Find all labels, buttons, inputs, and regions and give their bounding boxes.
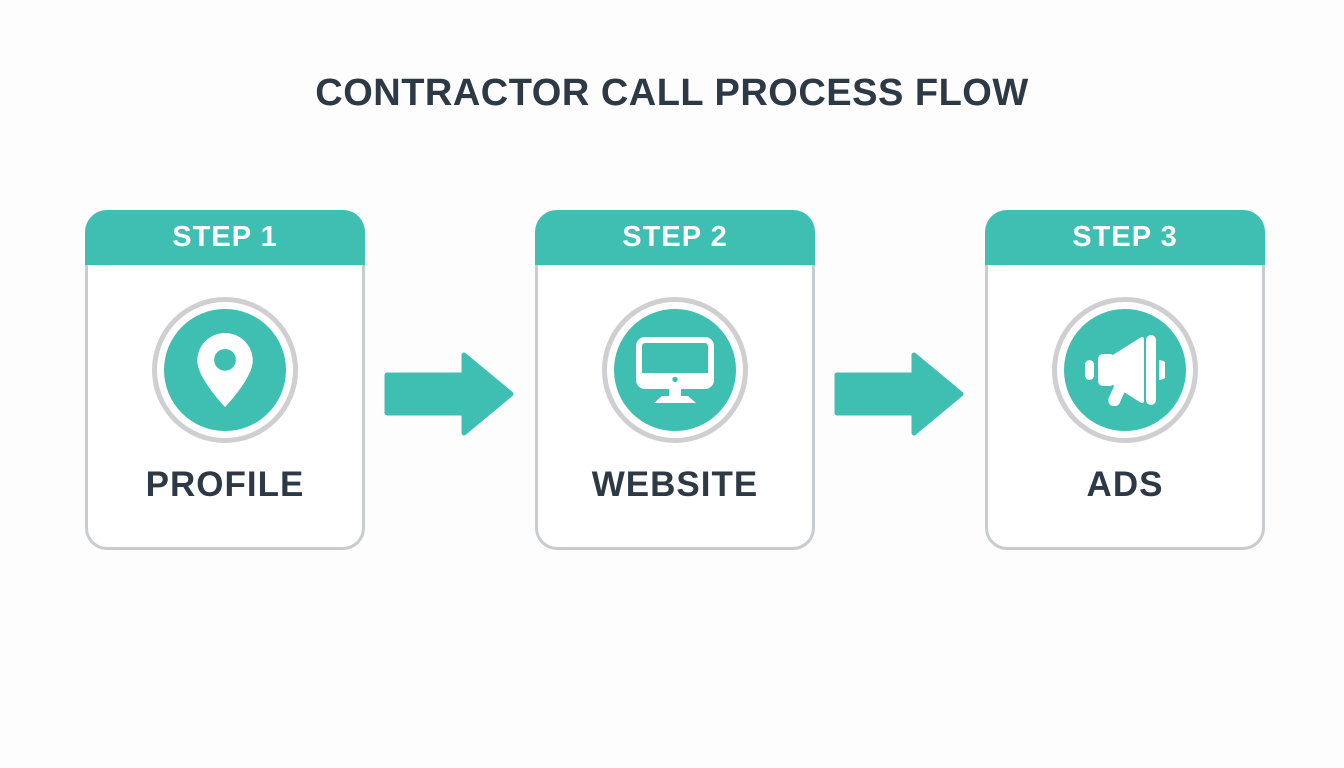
step-label: ADS [1086, 465, 1164, 504]
monitor-icon [636, 337, 714, 403]
step-label: PROFILE [145, 465, 305, 504]
step-body: ADS [985, 265, 1265, 550]
step-label: WEBSITE [591, 465, 759, 504]
flow-row: STEP 1 PROFILE [85, 210, 1265, 550]
step-header-label: STEP 2 [622, 221, 728, 253]
arrow-right-icon [834, 352, 964, 436]
page-title: CONTRACTOR CALL PROCESS FLOW [315, 72, 1029, 114]
megaphone-icon [1085, 335, 1165, 406]
arrow-right-icon [384, 352, 514, 436]
step-header: STEP 1 [85, 210, 365, 265]
icon-ring [602, 297, 748, 443]
step-header-label: STEP 1 [172, 221, 278, 253]
icon-circle [164, 309, 286, 431]
step-body: WEBSITE [535, 265, 815, 550]
step-body: PROFILE [85, 265, 365, 550]
step-card-website: STEP 2 WEBSITE [535, 210, 815, 550]
icon-circle [614, 309, 736, 431]
step-header: STEP 3 [985, 210, 1265, 265]
icon-ring [152, 297, 298, 443]
location-pin-icon [197, 333, 253, 407]
step-card-profile: STEP 1 PROFILE [85, 210, 365, 550]
connector [815, 210, 985, 550]
step-header-label: STEP 3 [1072, 221, 1178, 253]
connector [365, 210, 535, 550]
step-card-ads: STEP 3 ADS [985, 210, 1265, 550]
step-header: STEP 2 [535, 210, 815, 265]
icon-circle [1064, 309, 1186, 431]
icon-ring [1052, 297, 1198, 443]
